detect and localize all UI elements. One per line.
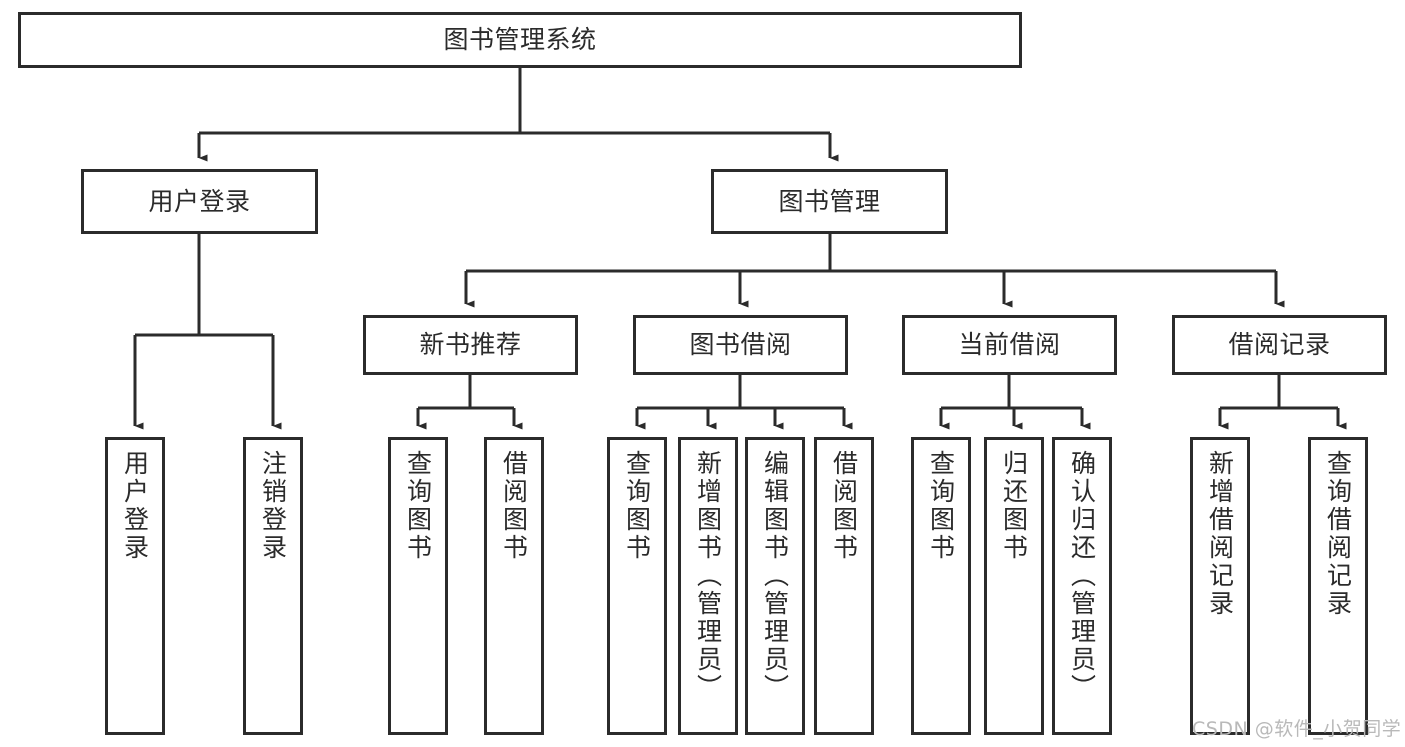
node-leaf-borrow-book-1[interactable]: 借阅图书 [484, 437, 544, 735]
node-leaf-return-book[interactable]: 归还图书 [984, 437, 1044, 735]
node-leaf-query-book-1[interactable]: 查询图书 [388, 437, 448, 735]
connectors-book-borrow [635, 375, 853, 430]
connectors-book-manage [464, 234, 1285, 308]
node-leaf-add-book-label: 新增图书（管理员） [693, 450, 723, 702]
node-leaf-user-logout-label: 注销登录 [258, 450, 288, 562]
node-leaf-edit-book[interactable]: 编辑图书（管理员） [745, 437, 805, 735]
node-leaf-user-login[interactable]: 用户登录 [105, 437, 165, 735]
node-borrow-record[interactable]: 借阅记录 [1172, 315, 1387, 375]
node-leaf-borrow-book-2-label: 借阅图书 [829, 450, 859, 562]
node-current-borrow[interactable]: 当前借阅 [902, 315, 1117, 375]
node-leaf-edit-book-label: 编辑图书（管理员） [760, 450, 790, 702]
node-leaf-user-login-label: 用户登录 [120, 450, 150, 562]
node-borrow-record-label: 借阅记录 [1228, 330, 1331, 359]
node-leaf-borrow-book-1-label: 借阅图书 [499, 450, 529, 562]
node-book-manage[interactable]: 图书管理 [711, 169, 948, 234]
node-leaf-confirm-return-label: 确认归还（管理员） [1067, 450, 1097, 702]
node-leaf-confirm-return[interactable]: 确认归还（管理员） [1052, 437, 1112, 735]
node-leaf-add-book[interactable]: 新增图书（管理员） [678, 437, 738, 735]
node-root[interactable]: 图书管理系统 [18, 12, 1022, 68]
node-leaf-user-logout[interactable]: 注销登录 [243, 437, 303, 735]
node-new-book-recommend[interactable]: 新书推荐 [363, 315, 578, 375]
node-current-borrow-label: 当前借阅 [958, 330, 1061, 359]
node-leaf-borrow-book-2[interactable]: 借阅图书 [814, 437, 874, 735]
node-leaf-query-record-label: 查询借阅记录 [1323, 450, 1353, 618]
csdn-watermark: CSDN @软件_小贺同学 [1192, 718, 1402, 740]
connectors-new-book-recommend [416, 375, 523, 430]
node-leaf-query-book-3-label: 查询图书 [926, 450, 956, 562]
node-book-manage-label: 图书管理 [778, 186, 881, 216]
node-user-login[interactable]: 用户登录 [81, 169, 318, 234]
connectors-current-borrow [939, 375, 1091, 430]
connectors-user-login [133, 234, 282, 430]
node-book-borrow[interactable]: 图书借阅 [633, 315, 848, 375]
node-user-login-label: 用户登录 [148, 186, 251, 216]
node-book-borrow-label: 图书借阅 [689, 330, 792, 359]
node-leaf-return-book-label: 归还图书 [999, 450, 1029, 562]
node-new-book-recommend-label: 新书推荐 [419, 330, 522, 359]
connectors-borrow-record [1218, 375, 1347, 430]
node-leaf-query-book-2[interactable]: 查询图书 [607, 437, 667, 735]
connectors-root [197, 68, 839, 162]
node-leaf-query-book-2-label: 查询图书 [622, 450, 652, 562]
node-leaf-query-record[interactable]: 查询借阅记录 [1308, 437, 1368, 735]
node-leaf-query-book-1-label: 查询图书 [403, 450, 433, 562]
node-leaf-add-record-label: 新增借阅记录 [1205, 450, 1235, 618]
node-leaf-query-book-3[interactable]: 查询图书 [911, 437, 971, 735]
node-root-label: 图书管理系统 [443, 25, 597, 54]
node-leaf-add-record[interactable]: 新增借阅记录 [1190, 437, 1250, 735]
